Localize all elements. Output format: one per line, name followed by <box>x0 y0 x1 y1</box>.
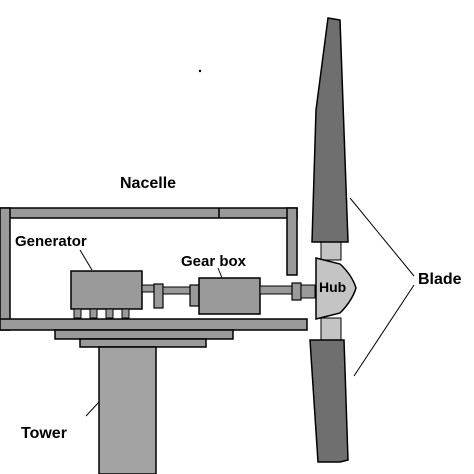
generator-leader <box>79 249 93 271</box>
upper-blade <box>311 17 349 243</box>
stray-dot <box>198 69 202 73</box>
gear-box <box>198 277 261 315</box>
hub-flange <box>300 284 316 299</box>
blade-leader-lower <box>353 284 415 377</box>
gearbox-leader <box>217 267 223 279</box>
generator-label: Generator <box>15 233 87 250</box>
gear-box-label: Gear box <box>181 253 247 270</box>
nacelle-housing <box>0 207 308 331</box>
blade-leader-upper <box>349 197 415 277</box>
lower-blade <box>309 339 349 463</box>
main-shaft <box>259 285 293 295</box>
tower <box>98 346 157 474</box>
base-plate-lower <box>79 338 207 348</box>
shaft-segment <box>162 286 191 295</box>
blade-root-upper <box>320 241 342 261</box>
main-bearing <box>291 282 302 301</box>
generator <box>70 270 143 319</box>
nacelle-label: Nacelle <box>120 175 176 192</box>
coupling-2 <box>189 284 200 307</box>
blade-root-lower <box>320 317 342 341</box>
tower-label: Tower <box>21 425 67 442</box>
base-plate-upper <box>54 329 234 340</box>
hub-label: Hub <box>319 279 346 295</box>
tower-leader <box>85 401 100 417</box>
low-speed-shaft-left <box>141 284 155 293</box>
blade-label: Blade <box>418 271 462 288</box>
coupling-1 <box>153 283 164 309</box>
hub <box>315 257 357 320</box>
